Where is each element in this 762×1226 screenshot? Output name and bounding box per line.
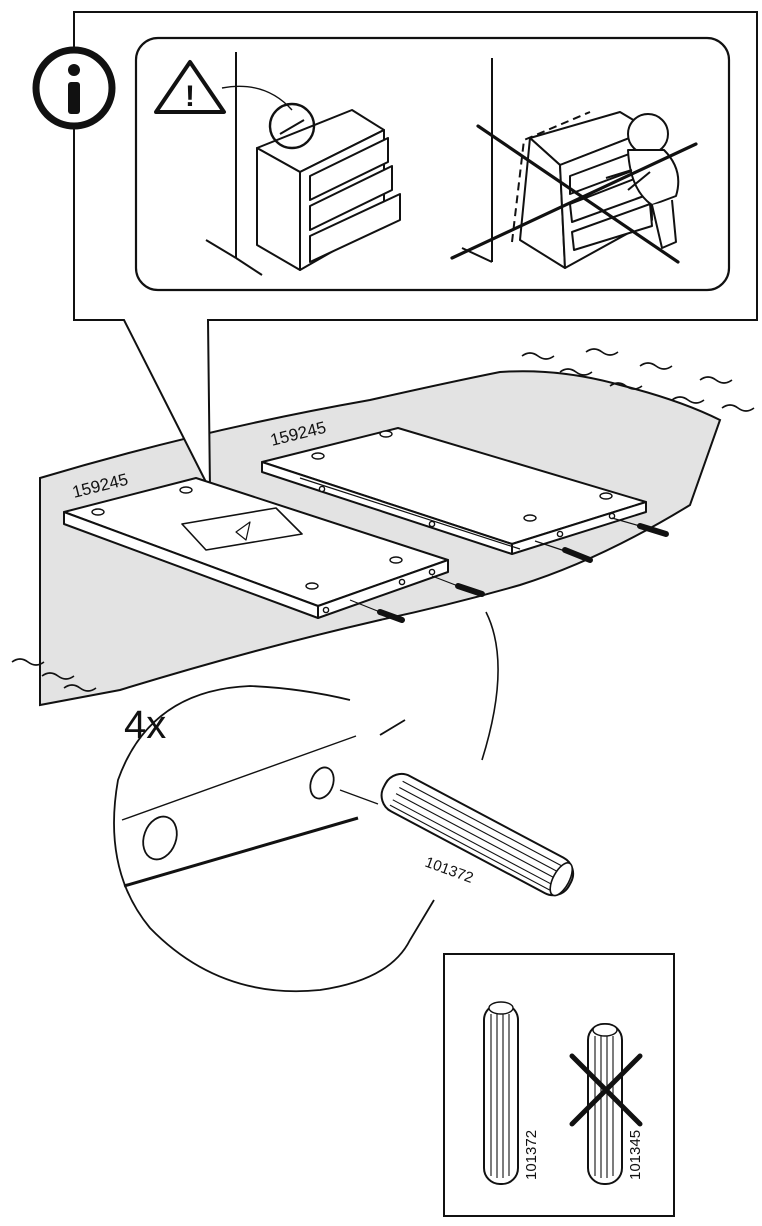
- info-icon: [32, 46, 116, 130]
- correct-dowel-icon: [483, 1001, 519, 1185]
- dowels-left-board: [349, 575, 485, 623]
- board-right: [261, 427, 669, 563]
- floor-wave-marks: [11, 348, 755, 692]
- detail-magnifier: [113, 611, 499, 993]
- wrong-dowel-icon: [587, 1023, 623, 1185]
- board-left: [63, 477, 485, 623]
- dowels-right-board: [534, 517, 669, 563]
- dowel-comparison-box: 101372 101345: [443, 953, 675, 1217]
- dowel-detail-icon: [380, 772, 575, 897]
- correct-dowel-part-number: 101372: [523, 1130, 540, 1180]
- cross-out-icon: [450, 124, 698, 264]
- cross-out-icon: [569, 1053, 643, 1127]
- dresser-tipping-scene: [461, 58, 680, 269]
- quantity-label: 4x: [124, 703, 166, 747]
- dowel-part-number: 101372: [423, 854, 476, 887]
- warning-symbol: !: [185, 80, 195, 113]
- dresser-anchored-scene: [205, 52, 401, 276]
- wrong-dowel-part-number: 101345: [627, 1130, 644, 1180]
